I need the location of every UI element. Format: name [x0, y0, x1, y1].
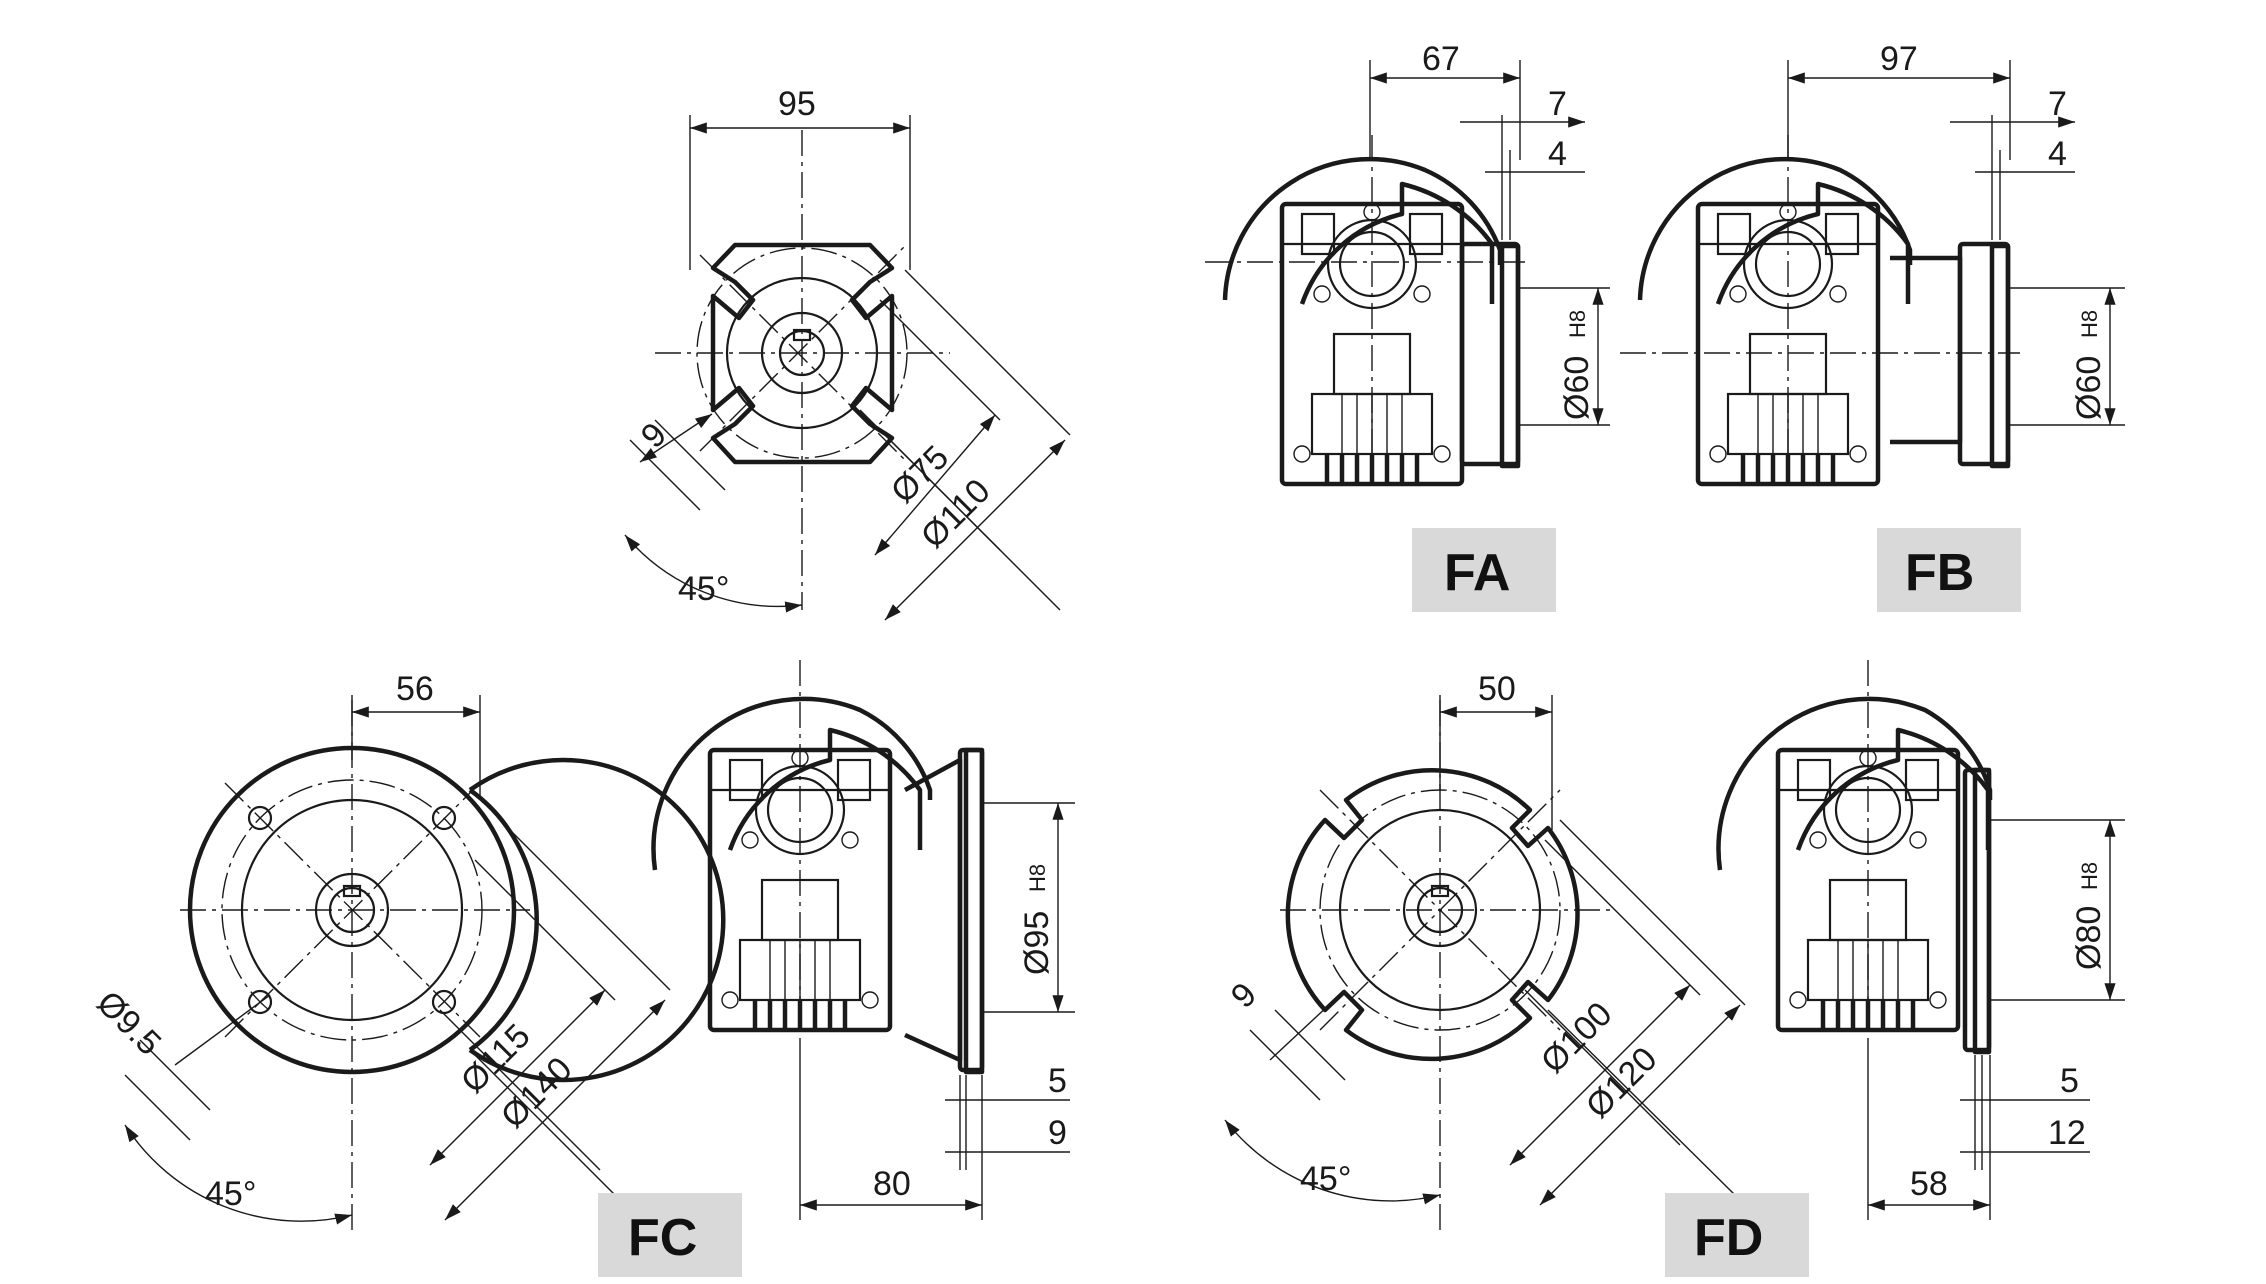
fc-front-view: 56 Ø9.5 Ø115 Ø140 45°	[89, 670, 726, 1231]
fb-fit-label: H8	[2077, 310, 2102, 338]
fb-flange-label: 7	[2048, 85, 2067, 123]
square-width-label: 95	[778, 85, 816, 123]
square-flange-view: 95 9 Ø75 Ø110 45°	[624, 85, 1071, 621]
fa-fit-label: H8	[1565, 310, 1590, 338]
fc-bolt-hole	[431, 805, 457, 831]
fd-offset-label: 50	[1478, 670, 1516, 708]
fd-slot-label: 9	[1224, 975, 1264, 1015]
fc-tag: FC	[598, 1193, 742, 1277]
fc-bore-label: Ø95	[1018, 911, 1056, 975]
fd-flange-outline	[1285, 768, 1580, 1062]
fc-flange-label: 9	[1048, 1114, 1067, 1152]
fa-label: FA	[1444, 544, 1510, 602]
fb-side-view: 97 7 4 Ø60 H8	[1620, 40, 2125, 484]
fb-length-label: 97	[1880, 40, 1918, 78]
fd-front-view: 50 9 Ø100 Ø120 45°	[1224, 670, 1746, 1230]
fd-angle-label: 45°	[1300, 1160, 1351, 1198]
fc-bolt-hole	[247, 805, 273, 831]
fb-spigot-label: 4	[2048, 135, 2067, 173]
fc-label: FC	[628, 1209, 697, 1267]
fd-label: FD	[1694, 1209, 1763, 1267]
fd-length-label: 58	[1910, 1165, 1948, 1203]
fa-bore-label: Ø60	[1558, 356, 1596, 420]
fc-length-label: 80	[873, 1165, 911, 1203]
fd-flange-label: 12	[2048, 1114, 2086, 1152]
fd-tag: FD	[1665, 1193, 1809, 1277]
fc-bolt-hole	[247, 989, 273, 1015]
fb-label: FB	[1905, 544, 1974, 602]
fc-angle-label: 45°	[205, 1175, 256, 1213]
fc-side-view: Ø95 H8 5 9 80	[651, 660, 1075, 1220]
fa-length-label: 67	[1422, 40, 1460, 78]
fa-side-view: 67 7 4 Ø60 H8	[1205, 40, 1610, 484]
fb-tag: FB	[1877, 528, 2021, 612]
fd-bore-label: Ø80	[2070, 906, 2108, 970]
fa-tag: FA	[1412, 528, 1556, 612]
fc-offset-label: 56	[396, 670, 434, 708]
fb-bore-label: Ø60	[2070, 356, 2108, 420]
square-angle-label: 45°	[678, 570, 729, 608]
fc-hole-label: Ø9.5	[89, 984, 168, 1063]
fa-flange-label: 7	[1548, 85, 1567, 123]
fd-spigot-label: 5	[2060, 1062, 2079, 1100]
fa-spigot-label: 4	[1548, 135, 1567, 173]
square-flange-outline	[710, 242, 895, 465]
fd-fit-label: H8	[2077, 862, 2102, 890]
fc-fit-label: H8	[1025, 864, 1050, 892]
fd-side-view: Ø80 H8 5 12 58	[1716, 660, 2125, 1220]
fc-spigot-label: 5	[1048, 1062, 1067, 1100]
